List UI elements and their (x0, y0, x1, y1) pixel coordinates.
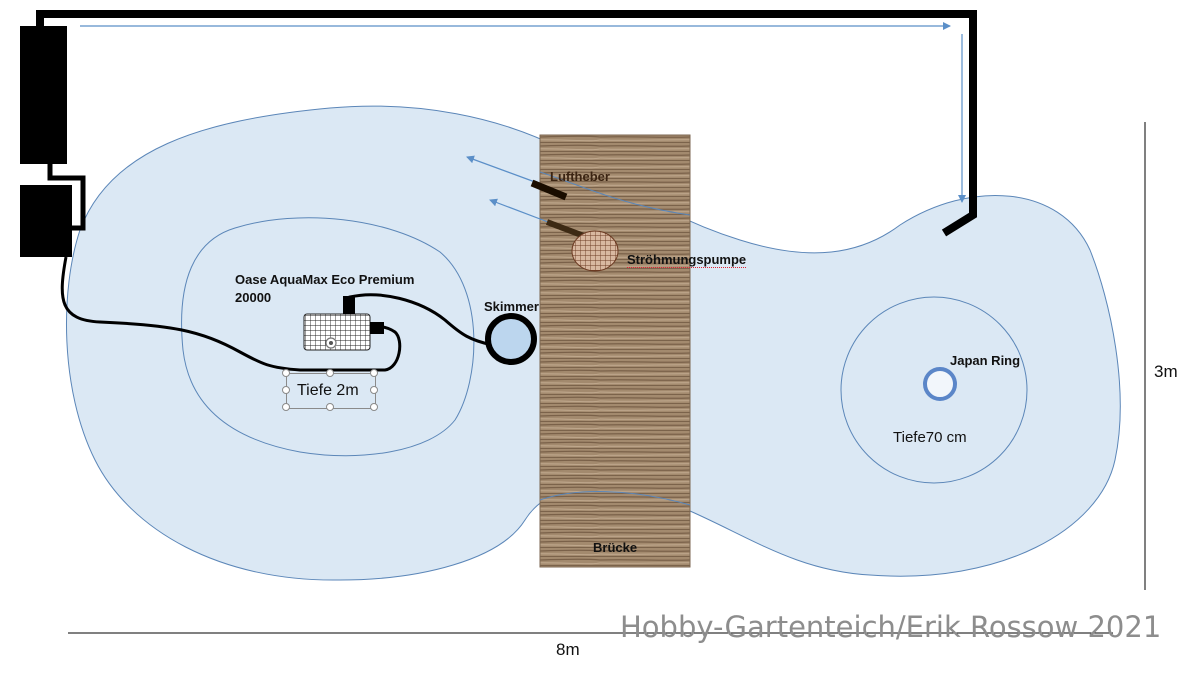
bridge-water-edge-bottom (539, 491, 691, 506)
oase-pump-outlet (343, 296, 355, 314)
return-pipe (36, 10, 977, 237)
filter-connector (47, 164, 86, 231)
stroemungspumpe-icon (571, 230, 619, 272)
flow-arrow-stroemung (489, 198, 549, 223)
suction-hose (60, 256, 402, 372)
label-luftheber: Luftheber (550, 169, 610, 184)
japan-ring-zone (840, 296, 1028, 484)
skimmer-icon (485, 313, 537, 365)
luftheber-pipe (530, 179, 568, 201)
oase-pump-rotate-dot (329, 341, 333, 345)
resize-handle-bl[interactable] (282, 403, 290, 411)
watermark-credit: Hobby-Gartenteich/Erik Rossow 2021 (620, 610, 1162, 644)
filter-unit-bottom (20, 185, 72, 257)
label-oase-line1: Oase AquaMax Eco Premium (235, 272, 415, 287)
resize-handle-tl[interactable] (282, 369, 290, 377)
label-stroemungspumpe: Ströhmungspumpe (627, 252, 747, 268)
label-skimmer: Skimmer (484, 299, 539, 314)
label-bruecke: Brücke (593, 540, 638, 555)
resize-handle-bm[interactable] (326, 403, 334, 411)
resize-handle-tr[interactable] (370, 369, 378, 377)
skimmer-hose (348, 293, 493, 347)
resize-handle-ml[interactable] (282, 386, 290, 394)
label-oase-line2: 20000 (235, 290, 272, 305)
resize-handle-mr[interactable] (370, 386, 378, 394)
label-dimension-height: 3m (1154, 362, 1178, 381)
label-dimension-width: 8m (556, 640, 580, 659)
flow-arrow-luftheber (466, 155, 536, 183)
oase-pump-icon (303, 313, 371, 351)
deep-zone-2m (181, 217, 475, 457)
label-tiefe-2m[interactable]: Tiefe 2m (297, 382, 359, 399)
filter-unit-top (20, 26, 67, 164)
oase-pump-inlet (370, 322, 384, 334)
resize-handle-tm[interactable] (326, 369, 334, 377)
resize-handle-br[interactable] (370, 403, 378, 411)
japan-ring-icon (923, 367, 957, 401)
label-tiefe-70cm: Tiefe70 cm (893, 429, 967, 446)
label-japan-ring: Japan Ring (950, 353, 1021, 368)
stroemung-pipe (545, 219, 586, 239)
label-stroemungspumpe-text: Ströhmungspumpe (627, 252, 747, 268)
bridge-water-edge-top (539, 171, 691, 216)
bridge (539, 134, 691, 568)
